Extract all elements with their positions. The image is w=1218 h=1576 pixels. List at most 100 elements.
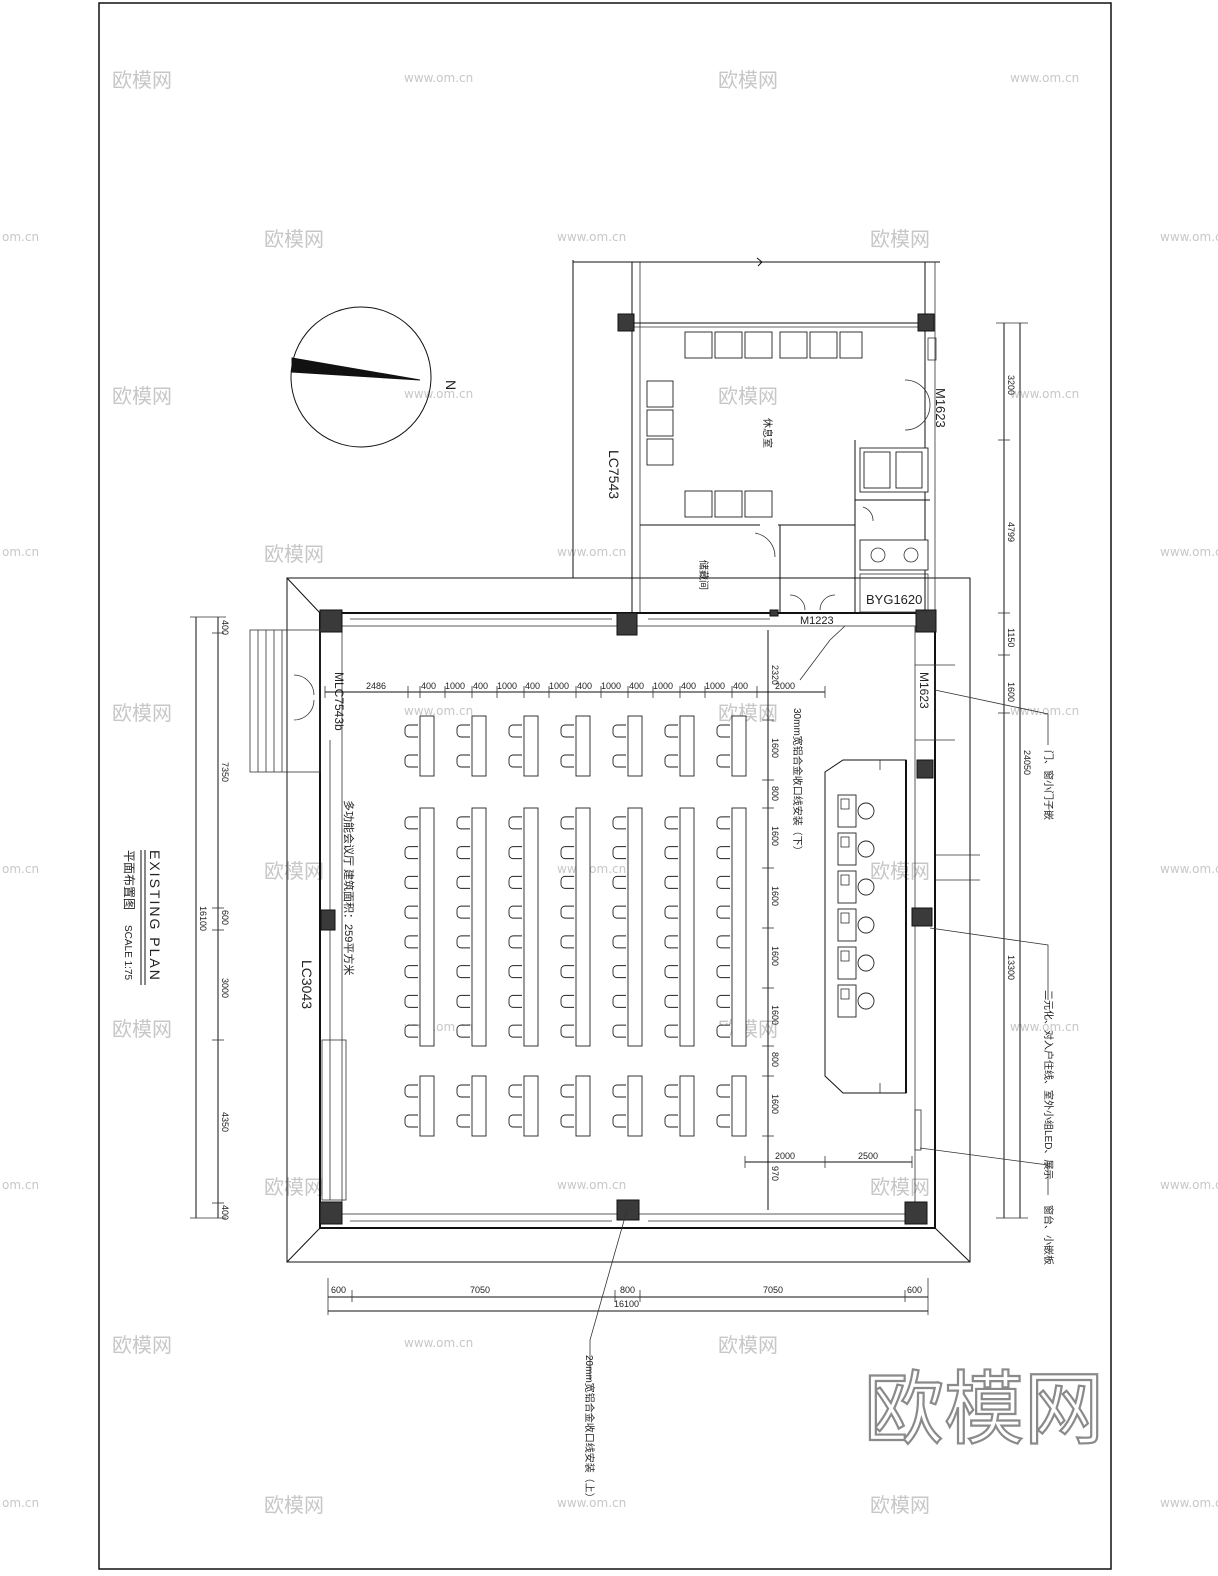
dim-right-2: 1150 (1006, 628, 1016, 647)
dimensions-left: 400 7350 600 3000 4350 400 16100 (190, 616, 230, 1220)
monitor-icon (840, 912, 850, 924)
dim-top-4: 1000 (497, 681, 517, 691)
chair (508, 965, 522, 979)
chair (404, 846, 418, 860)
dim-aisle-3: 1600 (770, 826, 780, 846)
chair (560, 846, 574, 860)
watermark-cn: 欧模网 (870, 227, 930, 251)
dim-top-14: 2000 (775, 681, 795, 691)
opening-byg: BYG1620 (866, 592, 922, 607)
chair (664, 724, 678, 738)
chair (612, 1024, 626, 1038)
dim-left-5: 400 (220, 1205, 230, 1220)
chair (456, 1024, 470, 1038)
desk (731, 807, 747, 1047)
brand-watermark: 欧模网 (864, 1363, 1104, 1456)
chair (612, 1114, 626, 1128)
chair (508, 724, 522, 738)
chair (404, 994, 418, 1008)
desk (679, 1075, 695, 1137)
desk (627, 807, 643, 1047)
watermark-url: www.om.cn (1160, 545, 1218, 559)
chair (664, 994, 678, 1008)
chair (508, 875, 522, 889)
dim-aisle-5: 1600 (770, 946, 780, 966)
console-area (824, 759, 922, 1151)
chair (456, 1114, 470, 1128)
desk (523, 1075, 539, 1137)
chair (716, 935, 730, 949)
chair (404, 935, 418, 949)
console-desk (837, 832, 857, 866)
desk (679, 715, 695, 777)
lounge-label: 休息室 (761, 418, 774, 448)
desk (419, 715, 435, 777)
chair (716, 905, 730, 919)
chair (664, 875, 678, 889)
watermark-cn: 欧模网 (264, 542, 324, 566)
chair (560, 1114, 574, 1128)
chair (560, 816, 574, 830)
watermark-url: www.om.cn (1010, 1020, 1079, 1034)
classroom-note: 多功能会议厅 建筑面积：259平方米 (342, 800, 356, 975)
watermark-url: www.om.cn (1010, 387, 1079, 401)
label-right-mid: 二元化、对入户住线、室外小组LED、展示 (1042, 990, 1055, 1179)
watermark-cn: 欧模网 (718, 701, 778, 725)
dim-right-1: 4799 (1006, 522, 1016, 542)
dim-top-5: 400 (525, 681, 540, 691)
dim-top-6: 1000 (549, 681, 569, 691)
dim-bottom-2: 800 (620, 1285, 635, 1295)
console-chair (857, 916, 875, 934)
opening-m1623-top: M1623 (933, 388, 948, 428)
dim-aisle-1: 1600 (770, 738, 780, 758)
console-chair (857, 802, 875, 820)
watermark-url: www.om.cn (404, 704, 473, 718)
watermark-cn: 欧模网 (112, 701, 172, 725)
chair (560, 994, 574, 1008)
watermark-url: www.om.cn (1010, 71, 1079, 85)
monitor-icon (840, 874, 850, 886)
chair (716, 1114, 730, 1128)
watermark-cn: 欧模网 (718, 384, 778, 408)
building-outline (286, 257, 980, 1263)
chair (560, 875, 574, 889)
watermark-url: om.cn (2, 862, 39, 876)
watermark-cn: 欧模网 (264, 859, 324, 883)
chair (456, 935, 470, 949)
storage-label: 储藏间 (697, 560, 710, 590)
dim-left-3: 3000 (220, 978, 230, 998)
chair (404, 875, 418, 889)
opening-mlc: MLC7543b (332, 672, 346, 731)
desk (575, 807, 591, 1047)
chair (716, 724, 730, 738)
opening-lc7543: LC7543 (606, 450, 622, 499)
dim-top-3: 400 (473, 681, 488, 691)
chair (560, 935, 574, 949)
watermark-cn: 欧模网 (870, 1493, 930, 1517)
watermark-url: www.om.cn (404, 1336, 473, 1350)
console-chair (857, 840, 875, 858)
watermark-url: www.om.cn (557, 1496, 626, 1510)
chair (664, 905, 678, 919)
desk (471, 1075, 487, 1137)
chair (664, 1084, 678, 1098)
dim-right-3: 1600 (1006, 682, 1016, 702)
chair (716, 816, 730, 830)
watermark-cn: 欧模网 (718, 68, 778, 92)
north-arrow: N (290, 306, 459, 448)
chair (508, 994, 522, 1008)
watermark-cn: 欧模网 (112, 1017, 172, 1041)
dim-left-4: 4350 (220, 1112, 230, 1132)
dim-aisle-7: 800 (770, 1052, 780, 1067)
watermark-url: www.om.cn (557, 862, 626, 876)
monitor-icon (840, 836, 850, 848)
watermark-layer: 欧模网 欧模网 欧模网 欧模网 欧模网 欧模网 欧模网 欧模网 欧模网 欧模网 … (2, 68, 1218, 1517)
watermark-url: www.om.cn (557, 230, 626, 244)
monitor-icon (840, 798, 850, 810)
chair (664, 816, 678, 830)
chair (560, 724, 574, 738)
watermark-url: www.om.cn (557, 545, 626, 559)
structural-columns (319, 313, 937, 1225)
chair (716, 994, 730, 1008)
dim-top-12: 1000 (705, 681, 725, 691)
